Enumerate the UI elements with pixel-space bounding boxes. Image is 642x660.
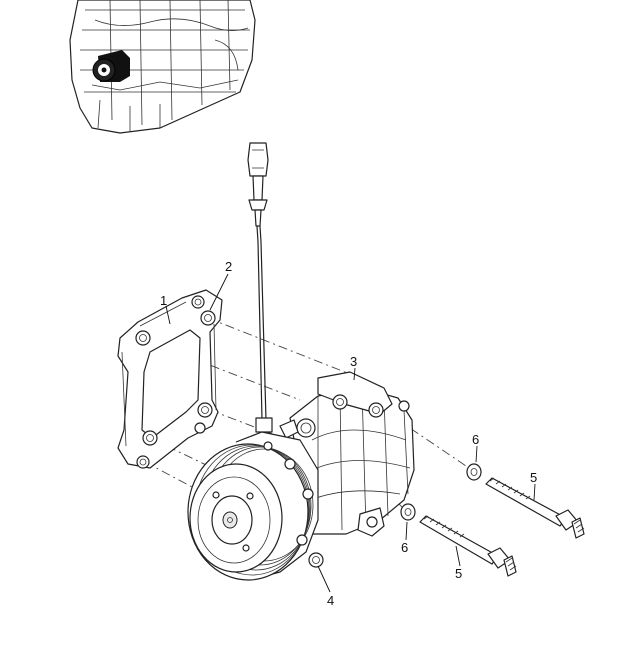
ac-compressor	[187, 371, 415, 581]
callout-4: 4	[327, 593, 334, 608]
callout-5-upper: 5	[530, 470, 537, 485]
callout-6-upper: 6	[472, 432, 479, 447]
mounting-bracket	[117, 289, 223, 469]
callout-3: 3	[350, 354, 357, 369]
highlighted-compressor-icon	[92, 50, 130, 82]
pressure-sensor-with-connector	[247, 142, 273, 433]
washer-upper	[466, 463, 482, 481]
callout-6-lower: 6	[401, 540, 408, 555]
engine-locator-thumbnail	[69, 0, 256, 134]
stud-bolt-lower	[419, 515, 517, 577]
washer-lower	[400, 503, 416, 521]
callout-leaders	[165, 273, 536, 593]
compressor-bolt	[308, 552, 324, 568]
callout-2: 2	[225, 259, 232, 274]
stud-bolt-upper	[485, 477, 585, 539]
callout-1: 1	[160, 293, 167, 308]
callout-5-lower: 5	[455, 566, 462, 581]
